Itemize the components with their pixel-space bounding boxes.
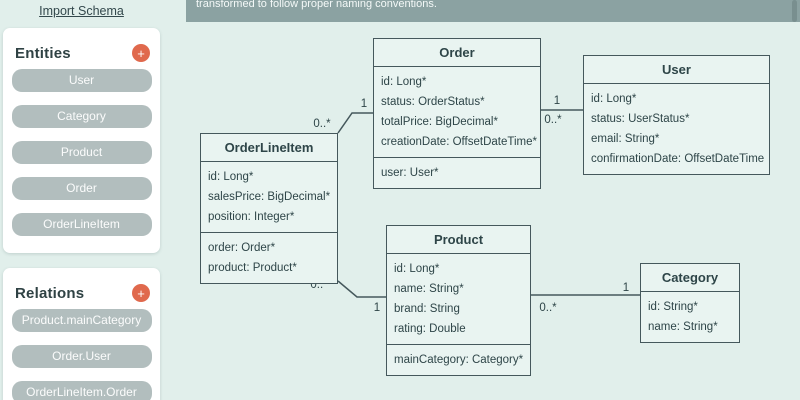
entity-title: Category xyxy=(641,264,739,292)
import-schema-link[interactable]: Import Schema xyxy=(39,4,124,18)
plus-icon: + xyxy=(137,45,145,61)
relation-list-item[interactable]: Product.mainCategory xyxy=(11,309,152,332)
entity-field: email: String* xyxy=(591,133,660,145)
entity-field: name: String* xyxy=(394,283,464,295)
relation-list-item[interactable]: OrderLineItem.Order xyxy=(11,381,152,400)
entity-box-orderlineitem[interactable]: OrderLineItem id: Long* salesPrice: BigDec… xyxy=(200,133,338,284)
entity-attributes: id: Long* status: OrderStatus* totalPrice:… xyxy=(374,67,540,157)
relation-line-orderlineitem-product[interactable] xyxy=(337,280,386,298)
cardinality-label: 1 xyxy=(374,302,380,314)
relations-title: Relations xyxy=(15,284,85,302)
cardinality-label: 1 xyxy=(623,282,629,294)
entity-list-item[interactable]: Product xyxy=(11,141,152,164)
plus-icon: + xyxy=(137,285,145,301)
notification-banner: transformed to follow proper naming conv… xyxy=(186,0,800,22)
entity-field: id: Long* xyxy=(208,171,254,183)
entity-list-item[interactable]: OrderLineItem xyxy=(11,213,152,236)
add-entity-button[interactable]: + xyxy=(132,44,150,62)
entity-field: id: Long* xyxy=(591,93,637,105)
cardinality-label: 0..* xyxy=(539,302,557,314)
entity-list-item[interactable]: Category xyxy=(11,105,152,128)
entity-field: id: Long* xyxy=(381,76,427,88)
entity-field: order: Order* xyxy=(208,242,276,254)
entity-field: brand: String xyxy=(394,303,460,315)
entity-box-order[interactable]: Order id: Long* status: OrderStatus* totalP… xyxy=(373,38,541,189)
entity-list-item[interactable]: User xyxy=(11,69,152,92)
entity-relations: order: Order* product: Product* xyxy=(201,232,337,283)
entity-field: user: User* xyxy=(381,167,439,179)
entities-title: Entities xyxy=(15,44,71,62)
entity-title: Order xyxy=(374,39,540,67)
entity-field: mainCategory: Category* xyxy=(394,354,524,366)
entity-box-product[interactable]: Product id: Long* name: String* brand: Stri… xyxy=(386,225,531,376)
entity-field: id: Long* xyxy=(394,263,440,275)
entity-title: OrderLineItem xyxy=(201,134,337,162)
entity-field: position: Integer* xyxy=(208,211,295,223)
entity-attributes: id: Long* status: UserStatus* email: Strin… xyxy=(584,84,769,174)
entity-attributes: id: Long* name: String* brand: String ratin… xyxy=(387,254,530,344)
entity-box-category[interactable]: Category id: String* name: String* xyxy=(640,263,740,343)
relation-list-item[interactable]: Order.User xyxy=(11,345,152,368)
entity-field: totalPrice: BigDecimal* xyxy=(381,116,498,128)
entity-attributes: id: Long* salesPrice: BigDecimal* position… xyxy=(201,162,337,232)
entity-field: status: UserStatus* xyxy=(591,113,690,125)
cardinality-label: 1 xyxy=(554,95,560,107)
cardinality-label: 0..* xyxy=(544,114,562,126)
entity-field: salesPrice: BigDecimal* xyxy=(208,191,331,203)
banner-message: transformed to follow proper naming conv… xyxy=(196,0,437,10)
entity-title: User xyxy=(584,56,769,84)
entity-relations: mainCategory: Category* xyxy=(387,344,530,375)
relations-panel-header: Relations + xyxy=(3,277,160,309)
entity-title: Product xyxy=(387,226,530,254)
entity-field: creationDate: OffsetDateTime* xyxy=(381,136,537,148)
entity-field: rating: Double xyxy=(394,323,466,335)
entity-box-user[interactable]: User id: Long* status: UserStatus* email: S… xyxy=(583,55,770,175)
cardinality-label: 0..* xyxy=(313,118,331,130)
entity-relations: user: User* xyxy=(374,157,540,188)
add-relation-button[interactable]: + xyxy=(132,284,150,302)
entity-field: id: String* xyxy=(648,301,698,313)
scrollbar[interactable] xyxy=(792,0,797,22)
entities-panel-header: Entities + xyxy=(3,37,160,69)
entity-list-item[interactable]: Order xyxy=(11,177,152,200)
entity-field: product: Product* xyxy=(208,262,297,274)
cardinality-label: 1 xyxy=(361,98,367,110)
entity-attributes: id: String* name: String* xyxy=(641,292,739,342)
entity-field: name: String* xyxy=(648,321,718,333)
entity-field: confirmationDate: OffsetDateTime xyxy=(591,153,765,165)
relation-line-orderlineitem-order[interactable] xyxy=(337,112,373,134)
entity-field: status: OrderStatus* xyxy=(381,96,485,108)
